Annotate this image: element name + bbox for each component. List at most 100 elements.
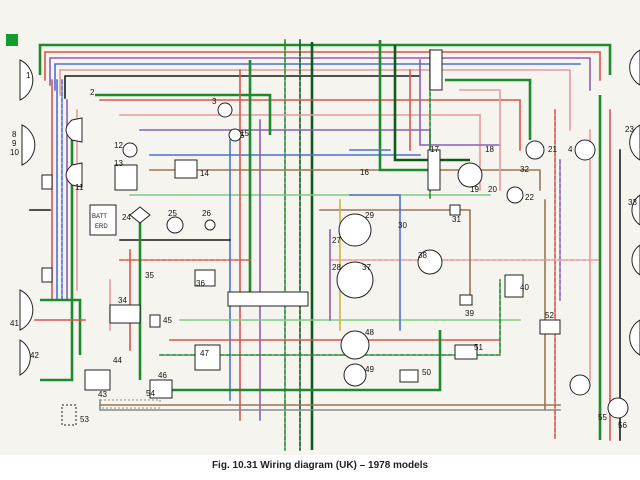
lamp-23-upper	[629, 124, 640, 161]
wiring-diagram: BATT ERD	[0, 0, 640, 455]
unit-45	[149, 314, 161, 328]
battery-label: BATT	[92, 214, 107, 220]
wire-harness	[29, 39, 621, 451]
gauge-49	[343, 363, 367, 387]
alternator-24	[129, 206, 151, 224]
lamp-22	[506, 186, 524, 204]
relay-5	[228, 128, 242, 142]
unit-52	[539, 319, 561, 335]
label-44: 44	[113, 356, 122, 365]
unit-47	[194, 344, 221, 371]
label-2: 2	[90, 88, 95, 97]
label-27: 27	[332, 236, 341, 245]
gauge-37	[336, 261, 374, 299]
label-35: 35	[145, 271, 154, 280]
unit-39	[459, 294, 473, 306]
headlamp-rear-left	[19, 289, 34, 331]
label-14: 14	[200, 169, 209, 178]
lamp-4-lower	[569, 374, 591, 396]
switch-14	[174, 159, 198, 179]
label-32: 32	[520, 165, 529, 174]
label-11: 11	[75, 183, 84, 192]
label-51: 51	[474, 343, 483, 352]
lamp-23-lower	[629, 319, 640, 356]
label-48: 48	[365, 328, 374, 337]
horn-left-lower	[65, 162, 83, 188]
label-50: 50	[422, 368, 431, 377]
label-17: 17	[430, 145, 439, 154]
label-8: 8	[12, 130, 17, 139]
label-28: 28	[332, 263, 341, 272]
label-43: 43	[98, 390, 107, 399]
gauge-48	[340, 330, 370, 360]
unit-53	[61, 404, 77, 426]
unit-50	[399, 369, 419, 383]
switch-3	[217, 102, 233, 118]
label-22: 22	[525, 193, 534, 202]
unit-46	[149, 379, 173, 399]
unit-51	[454, 344, 478, 360]
lamp-42	[19, 339, 31, 376]
label-54: 54	[146, 389, 155, 398]
label-49: 49	[365, 365, 374, 374]
lamp-4-upper	[574, 139, 596, 161]
label-42: 42	[30, 351, 39, 360]
unit-34	[109, 304, 141, 324]
label-25: 25	[168, 209, 177, 218]
battery-sublabel: ERD	[95, 224, 108, 230]
label-15: 15	[240, 129, 249, 138]
unit-31	[449, 204, 461, 216]
label-45: 45	[163, 316, 172, 325]
figure-caption: Fig. 10.31 Wiring diagram (UK) – 1978 mo…	[211, 460, 429, 471]
label-20: 20	[488, 185, 497, 194]
label-10: 10	[10, 148, 19, 157]
headlamp-front-left	[19, 59, 34, 101]
ignition-coil	[114, 164, 138, 191]
label-34: 34	[118, 296, 127, 305]
gauge-29	[338, 213, 372, 247]
label-16: 16	[360, 168, 369, 177]
label-12: 12	[114, 141, 123, 150]
label-40: 40	[520, 283, 529, 292]
label-39: 39	[465, 309, 474, 318]
connector-right-upper	[427, 149, 441, 191]
label-21: 21	[548, 145, 557, 154]
label-13: 13	[114, 159, 123, 168]
battery	[89, 204, 117, 236]
label-4-upper: 4	[568, 145, 573, 154]
label-18: 18	[485, 145, 494, 154]
label-29: 29	[365, 211, 374, 220]
label-1: 1	[26, 71, 31, 80]
label-24: 24	[122, 213, 131, 222]
sidelamp-left	[21, 124, 36, 166]
central-connector	[227, 291, 309, 307]
label-36: 36	[196, 279, 205, 288]
label-47: 47	[200, 349, 209, 358]
components: BATT ERD	[19, 49, 640, 426]
label-53: 53	[80, 415, 89, 424]
connector-left-upper	[41, 174, 53, 190]
label-38: 38	[418, 251, 427, 260]
label-9: 9	[12, 139, 17, 148]
label-19: 19	[470, 185, 479, 194]
label-55: 55	[598, 413, 607, 422]
horn-left-upper	[65, 117, 83, 143]
corner-marker	[6, 34, 18, 46]
label-46: 46	[158, 371, 167, 380]
label-33-upper: 33	[628, 198, 637, 207]
unit-36	[194, 269, 216, 287]
lamp-33-lower	[631, 244, 640, 276]
lamp-33-upper	[631, 194, 640, 226]
lamp-55-56	[607, 397, 629, 419]
connector-top-center	[429, 49, 443, 91]
label-30: 30	[398, 221, 407, 230]
lamp-21	[525, 140, 545, 160]
unit-38	[417, 249, 443, 275]
callout-labels: 1 2 3 4 5 8 9 10 11 12 13 14 15 16 17 18…	[10, 71, 637, 430]
label-56: 56	[618, 421, 627, 430]
unit-43	[84, 369, 111, 391]
unit-19	[457, 162, 483, 188]
unit-40	[504, 274, 524, 298]
motor-25	[166, 216, 184, 234]
